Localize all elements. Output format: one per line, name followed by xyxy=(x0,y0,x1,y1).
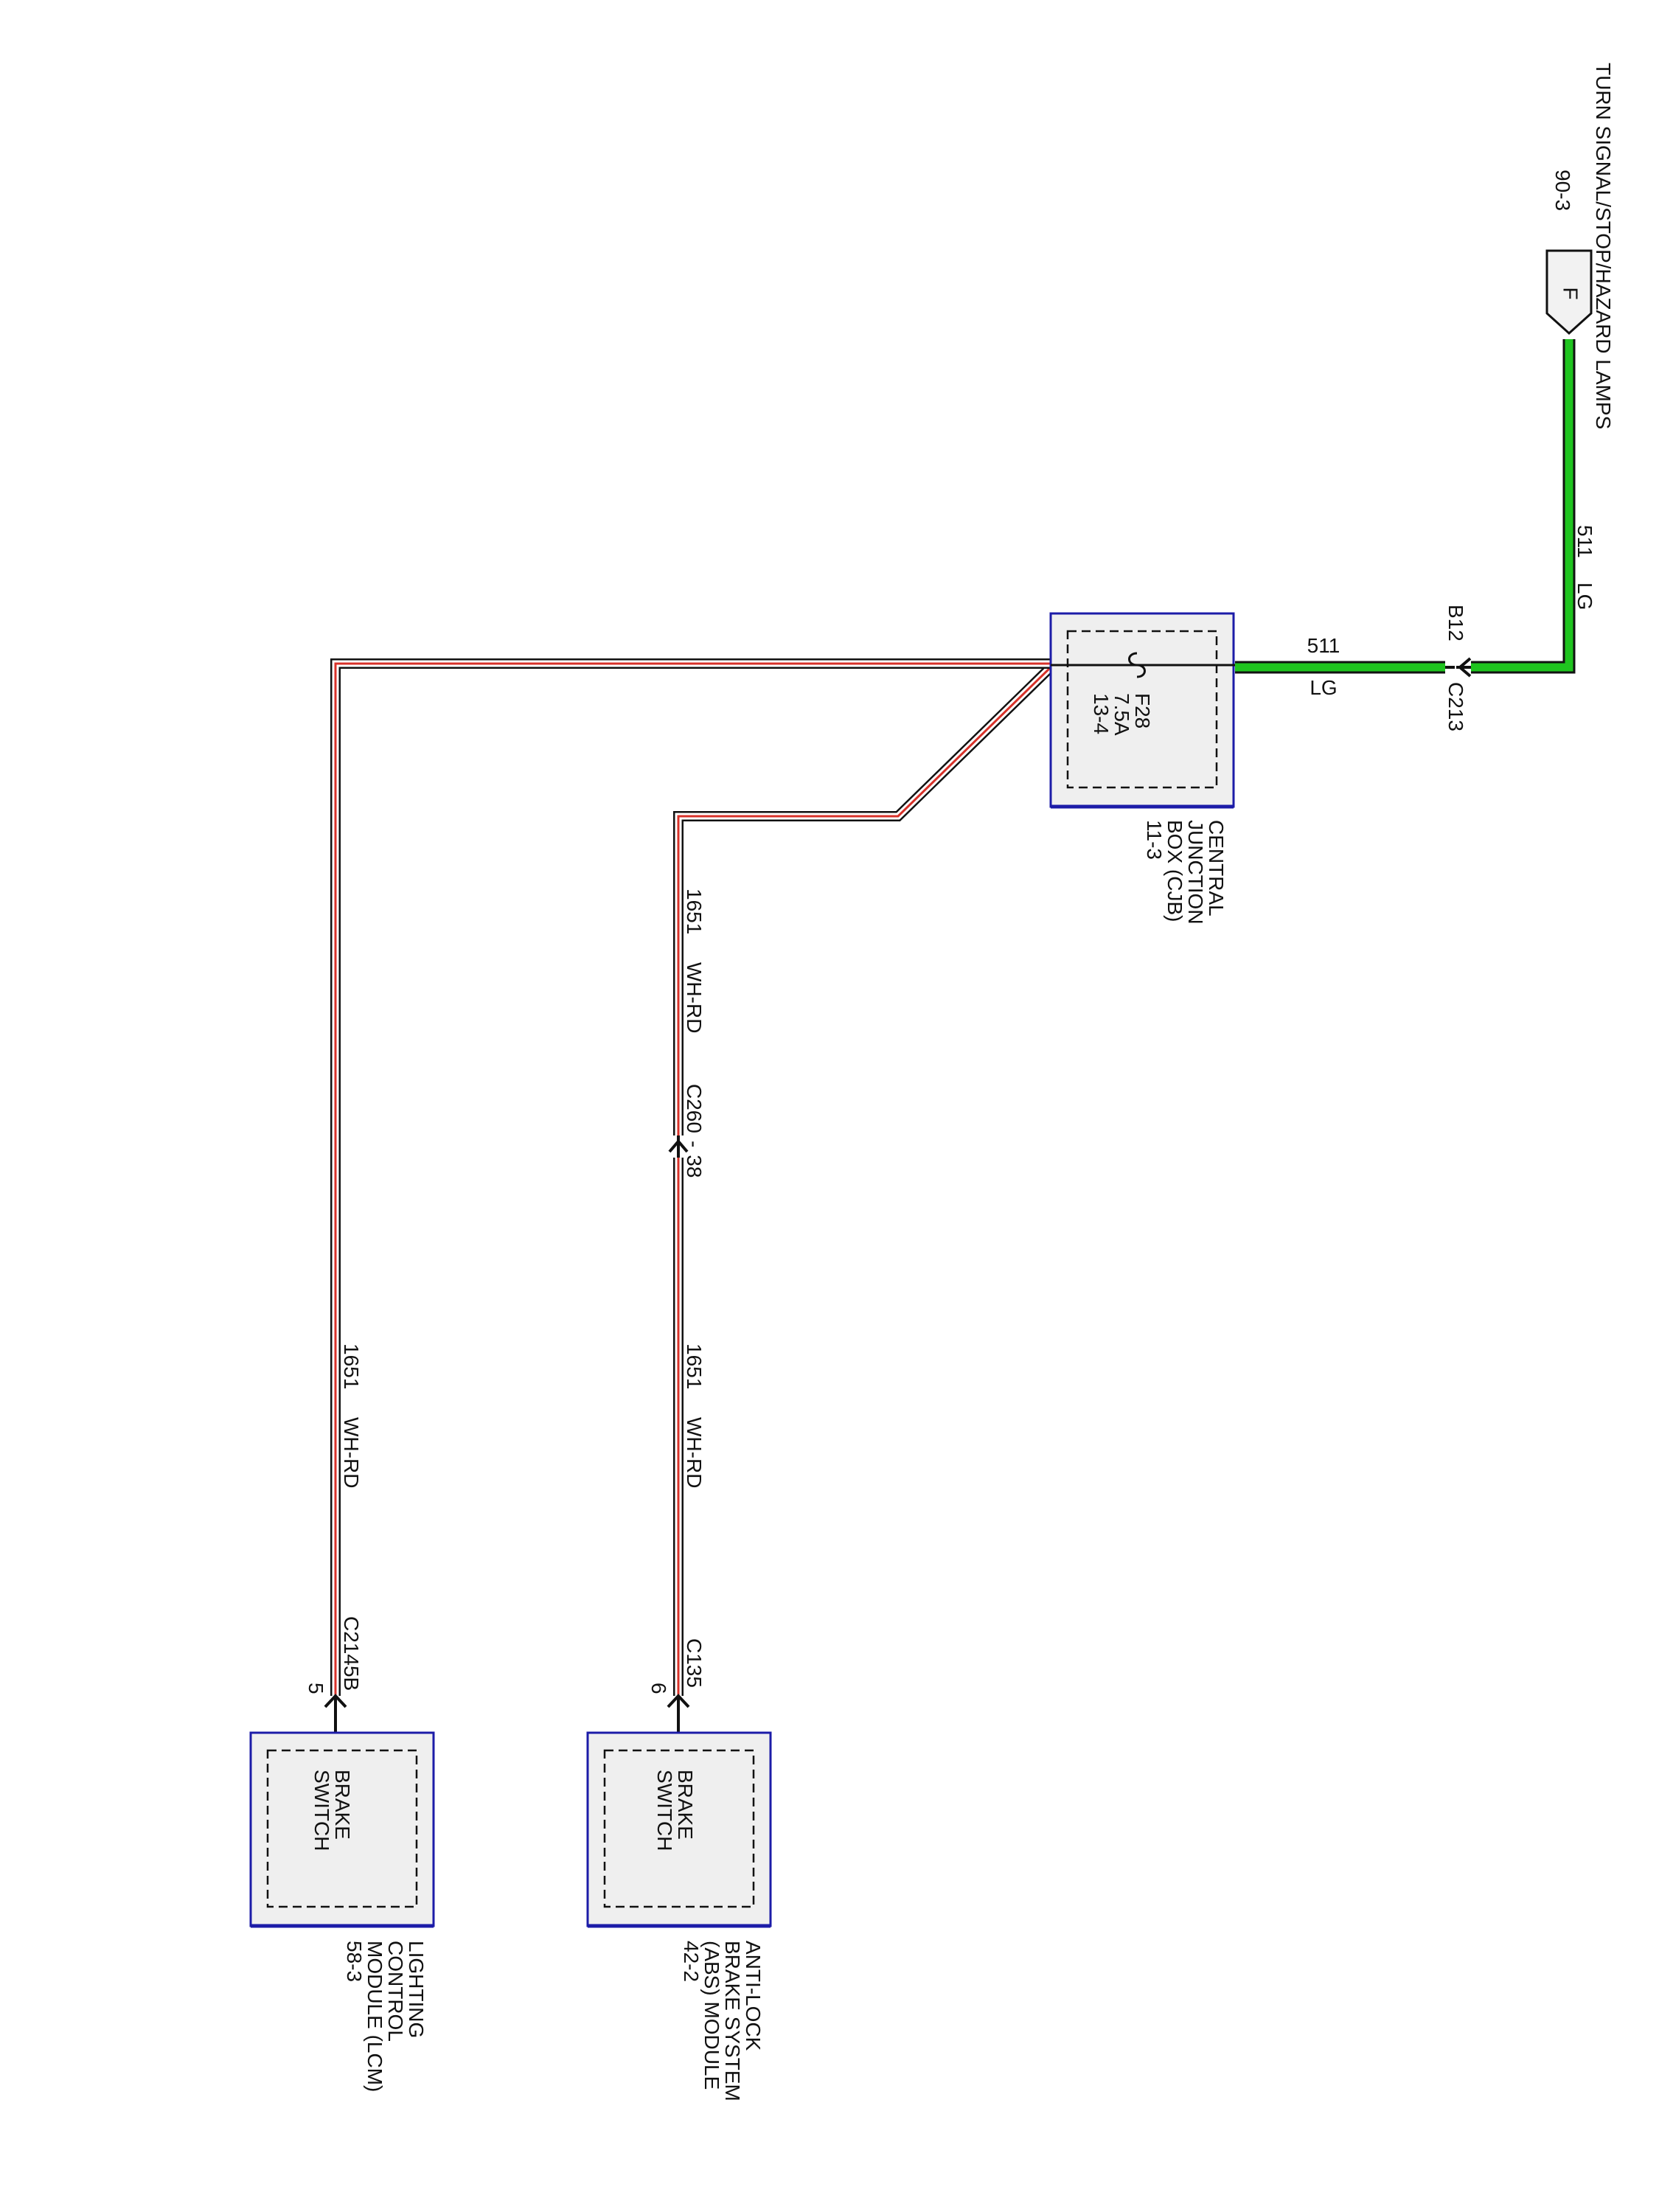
connector-c2145b: C2145B 5 xyxy=(305,1616,363,1755)
wire-labels: 511 LG 511 LG 1651 WH-RD 1651 WH-RD 1651… xyxy=(340,525,1596,1488)
central-junction-box: F28 7.5A 13-4 CENTRAL JUNCTION BOX (CJB)… xyxy=(1049,612,1235,925)
wire-label-1651-abs-lower: 1651 xyxy=(683,1343,706,1389)
connector-c213-name: C213 xyxy=(1444,682,1467,731)
connector-c260-symbol xyxy=(668,1135,689,1158)
connector-c213-symbol xyxy=(1445,657,1472,678)
lcm-module-label: LIGHTING CONTROL MODULE (LCM) 58-3 xyxy=(343,1941,428,2092)
connector-c213-pin: B12 xyxy=(1444,605,1467,641)
wire-label-wh-rd-abs-lower: WH-RD xyxy=(683,1417,706,1488)
abs-switch-label-1: BRAKE xyxy=(674,1770,697,1840)
wire-1651-lcm xyxy=(330,658,1051,1696)
lcm-label-line-2: CONTROL xyxy=(384,1941,407,2042)
wire-511-lg xyxy=(1235,339,1576,674)
fuse-id: F28 xyxy=(1131,693,1154,728)
wire-1651-abs xyxy=(673,663,1054,1696)
connector-c260-pin: 38 xyxy=(683,1155,706,1178)
connector-c135-name: C135 xyxy=(683,1638,706,1688)
connector-f-shape xyxy=(1545,249,1593,335)
fuse-rating: 7.5A xyxy=(1110,693,1133,736)
connector-c2145b-pin: 5 xyxy=(305,1683,327,1694)
source-pin-label: F xyxy=(1559,287,1582,299)
lcm-module-inner-dashed xyxy=(266,1749,418,1908)
cjb-label: CENTRAL JUNCTION BOX (CJB) 11-3 xyxy=(1143,820,1228,925)
wire-label-wh-rd-lcm: WH-RD xyxy=(340,1417,363,1488)
source-ref: 90-3 xyxy=(1551,170,1574,211)
abs-module-box xyxy=(586,1731,772,1927)
abs-switch-label-2: SWITCH xyxy=(653,1770,676,1851)
source-connector: F 90-3 TURN SIGNAL/STOP/HAZARD LAMPS xyxy=(1545,63,1615,429)
lcm-switch-label-2: SWITCH xyxy=(310,1770,333,1851)
fuse-icon xyxy=(1128,652,1146,678)
abs-label-line-2: BRAKE SYSTEM xyxy=(721,1941,744,2101)
connector-c260: C260 - 38 xyxy=(668,1084,706,1178)
abs-module: BRAKE SWITCH ANTI-LOCK BRAKE SYSTEM (ABS… xyxy=(586,1731,772,2101)
wire-label-1651-lcm: 1651 xyxy=(340,1343,363,1389)
wire-label-511-horizontal: 511 xyxy=(1307,634,1340,657)
wire-label-511-vertical: 511 xyxy=(1573,525,1596,558)
wire-511-lg-fill xyxy=(1235,339,1573,672)
cjb-box xyxy=(1049,612,1235,808)
wire-label-1651-abs-upper: 1651 xyxy=(683,888,706,934)
wire-label-wh-rd-abs-upper: WH-RD xyxy=(683,962,706,1033)
lcm-switch-label-1: BRAKE xyxy=(331,1770,354,1840)
fuse-ref: 13-4 xyxy=(1090,693,1113,734)
cjb-label-line-2: JUNCTION xyxy=(1184,820,1207,925)
connector-c260-separator: - xyxy=(683,1141,706,1147)
abs-module-inner-dashed xyxy=(603,1749,755,1908)
connector-c213: B12 C213 xyxy=(1444,605,1472,731)
wires xyxy=(330,339,1576,1696)
lcm-label-line-3: MODULE (LCM) xyxy=(364,1941,386,2092)
cjb-label-line-1: CENTRAL xyxy=(1205,820,1228,917)
connector-c260-label: C260 - 38 xyxy=(683,1084,706,1178)
abs-module-label: ANTI-LOCK BRAKE SYSTEM (ABS) MODULE 42-2 xyxy=(680,1941,765,2101)
abs-label-line-3: (ABS) MODULE xyxy=(700,1941,723,2090)
lcm-module-box xyxy=(249,1731,435,1927)
lcm-label-line-4: 58-3 xyxy=(343,1941,366,1982)
lcm-label-line-1: LIGHTING xyxy=(405,1941,428,2038)
abs-label-line-4: 42-2 xyxy=(680,1941,703,1982)
wire-label-lg-vertical: LG xyxy=(1573,582,1596,610)
cjb-label-line-3: BOX (CJB) xyxy=(1164,820,1186,922)
wire-label-lg-horizontal: LG xyxy=(1310,676,1337,699)
connector-c135-pin: 6 xyxy=(647,1683,670,1694)
connector-c260-name: C260 xyxy=(683,1084,706,1133)
cjb-label-line-4: 11-3 xyxy=(1143,820,1166,860)
cjb-inner-dashed xyxy=(1066,630,1218,789)
abs-label-line-1: ANTI-LOCK xyxy=(742,1941,765,2051)
source-label: TURN SIGNAL/STOP/HAZARD LAMPS xyxy=(1592,63,1615,429)
connector-c2145b-name: C2145B xyxy=(340,1616,363,1691)
lcm-module: BRAKE SWITCH LIGHTING CONTROL MODULE (LC… xyxy=(249,1731,435,2092)
